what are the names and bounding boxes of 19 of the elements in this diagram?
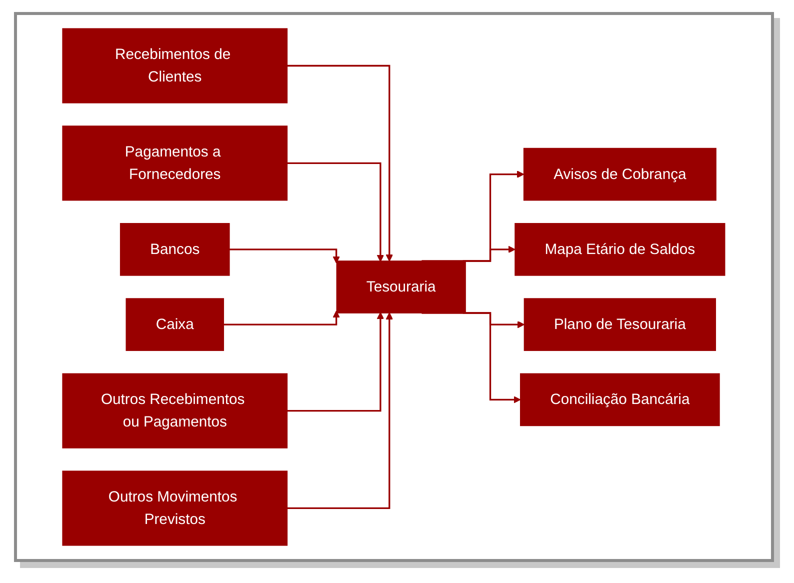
arrow (287, 312, 394, 510)
arrow (463, 246, 516, 262)
node-box (524, 298, 716, 351)
node-box (336, 260, 466, 314)
node-box (524, 148, 717, 201)
node-box (514, 223, 726, 276)
node-box (62, 126, 288, 201)
node-box (120, 223, 230, 276)
arrow (422, 312, 522, 404)
arrow (287, 162, 384, 262)
node-box (126, 298, 224, 351)
node-box (62, 373, 288, 448)
node-box (62, 28, 288, 104)
arrow (224, 310, 340, 326)
arrow (230, 248, 340, 264)
arrow (287, 312, 384, 412)
node-box (520, 373, 720, 426)
arrow (287, 64, 394, 262)
node-box (62, 470, 288, 546)
